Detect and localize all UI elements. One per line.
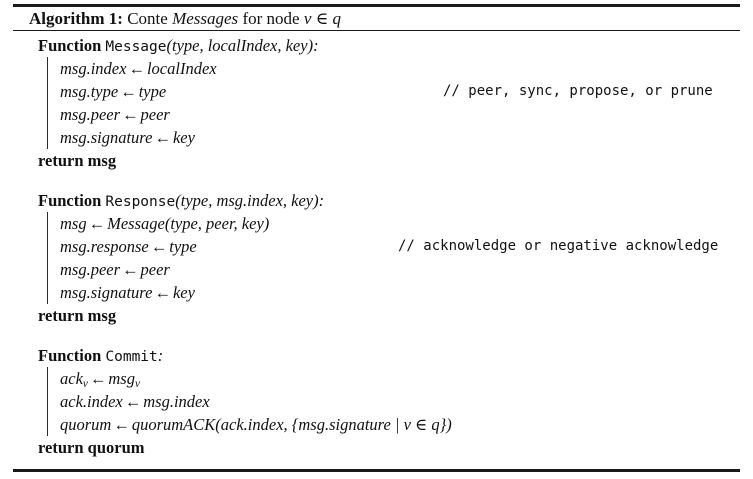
assign-lhs: ack.index — [60, 392, 123, 411]
indent-guide-message — [47, 57, 49, 149]
assign-rhs: Message(type, peer, key) — [107, 214, 270, 233]
inline-comment: // peer, sync, propose, or prune — [443, 83, 713, 99]
statement-line: ackv←msgv — [0, 367, 753, 390]
function-args-response: (type, msg.index, key): — [175, 191, 325, 210]
algorithm-body: Function Message(type, localIndex, key):… — [0, 34, 753, 466]
rule-bottom — [13, 469, 740, 472]
caption-text-before: Conte — [127, 9, 168, 28]
function-block-message: Function Message(type, localIndex, key):… — [0, 34, 753, 172]
assign-arrow-icon: ← — [154, 283, 171, 302]
statement-line: msg←Message(type, peer, key) — [0, 212, 753, 235]
caption-math-rel: ∈ — [315, 9, 329, 28]
function-block-response: Function Response(type, msg.index, key):… — [0, 189, 753, 327]
statement-line: msg.peer←peer — [0, 103, 753, 126]
function-name-commit: Commit — [105, 349, 158, 365]
return-value: msg — [87, 151, 117, 170]
assign-lhs: msg.peer — [60, 260, 121, 279]
assign-arrow-icon: ← — [89, 369, 107, 388]
function-name-message: Message — [105, 39, 167, 55]
assign-rhs: msgv — [108, 369, 140, 391]
function-block-commit: Function Commit: ackv←msgv ack.index←msg… — [0, 344, 753, 459]
subscript-v: v — [134, 378, 140, 391]
statement-line: msg.type←type // peer, sync, propose, or… — [0, 80, 753, 103]
rule-under-caption — [13, 30, 740, 32]
function-args-message: (type, localIndex, key): — [166, 36, 319, 55]
assign-lhs: msg.signature — [60, 128, 153, 147]
assign-rhs: msg.index — [143, 392, 210, 411]
function-signature-message: Function Message(type, localIndex, key): — [0, 34, 753, 57]
function-signature-commit: Function Commit: — [0, 344, 753, 367]
assign-rhs: key — [172, 283, 195, 302]
assign-rhs: type — [169, 237, 197, 256]
subscript-v: v — [82, 378, 88, 391]
assign-arrow-icon: ← — [122, 260, 139, 279]
assign-lhs: msg.type — [60, 82, 119, 101]
keyword-return: return — [38, 306, 84, 325]
assign-arrow-icon: ← — [128, 59, 145, 78]
assign-rhs: type — [138, 82, 167, 101]
assign-arrow-icon: ← — [88, 214, 106, 233]
return-statement-commit: return quorum — [0, 436, 753, 459]
caption-emph: Messages — [172, 9, 239, 28]
caption-math-set: q — [332, 9, 341, 28]
statement-line: msg.signature←key — [0, 281, 753, 304]
statement-line: ack.index←msg.index — [0, 390, 753, 413]
assign-lhs: ackv — [60, 369, 88, 391]
function-signature-response: Function Response(type, msg.index, key): — [0, 189, 753, 212]
keyword-function: Function — [38, 36, 102, 55]
return-statement-message: return msg — [0, 149, 753, 172]
statement-line: msg.index←localIndex — [0, 57, 753, 80]
assign-arrow-icon: ← — [120, 82, 137, 101]
caption-text-after: for node — [242, 9, 300, 28]
assign-arrow-icon: ← — [150, 237, 168, 256]
assign-rhs: peer — [140, 260, 170, 279]
indent-guide-response — [47, 212, 49, 304]
keyword-return: return — [38, 151, 84, 170]
return-value: msg — [87, 306, 117, 325]
assign-lhs: msg.index — [60, 59, 127, 78]
assign-rhs: key — [172, 128, 195, 147]
assign-rhs: quorumACK(ack.index, {msg.signature | v … — [131, 415, 452, 434]
assign-arrow-icon: ← — [113, 415, 130, 434]
keyword-function: Function — [38, 346, 102, 365]
assign-lhs: msg — [60, 214, 87, 233]
assign-lhs: msg.signature — [60, 283, 153, 302]
caption-math-var: v — [303, 9, 312, 28]
assign-lhs: msg.peer — [60, 105, 121, 124]
statement-line: quorum←quorumACK(ack.index, {msg.signatu… — [0, 413, 753, 436]
return-statement-response: return msg — [0, 304, 753, 327]
statement-line: msg.peer←peer — [0, 258, 753, 281]
keyword-return: return — [38, 438, 84, 457]
statement-line: msg.signature←key — [0, 126, 753, 149]
assign-arrow-icon: ← — [122, 105, 139, 124]
algorithm-caption: Algorithm 1: Conte Messages for node v ∈… — [29, 8, 341, 29]
indent-guide-commit — [47, 367, 49, 436]
assign-rhs: localIndex — [146, 59, 217, 78]
function-name-response: Response — [105, 194, 176, 210]
function-args-commit: : — [157, 346, 164, 365]
algorithm-label: Algorithm 1: — [29, 9, 123, 28]
rule-top — [13, 4, 740, 7]
keyword-function: Function — [38, 191, 102, 210]
assign-arrow-icon: ← — [124, 392, 142, 411]
assign-arrow-icon: ← — [154, 128, 171, 147]
inline-comment: // acknowledge or negative acknowledge — [398, 238, 719, 254]
assign-lhs: msg.response — [60, 237, 149, 256]
assign-lhs: quorum — [60, 415, 112, 434]
assign-rhs: peer — [140, 105, 170, 124]
return-value: quorum — [87, 438, 145, 457]
statement-line: msg.response←type // acknowledge or nega… — [0, 235, 753, 258]
